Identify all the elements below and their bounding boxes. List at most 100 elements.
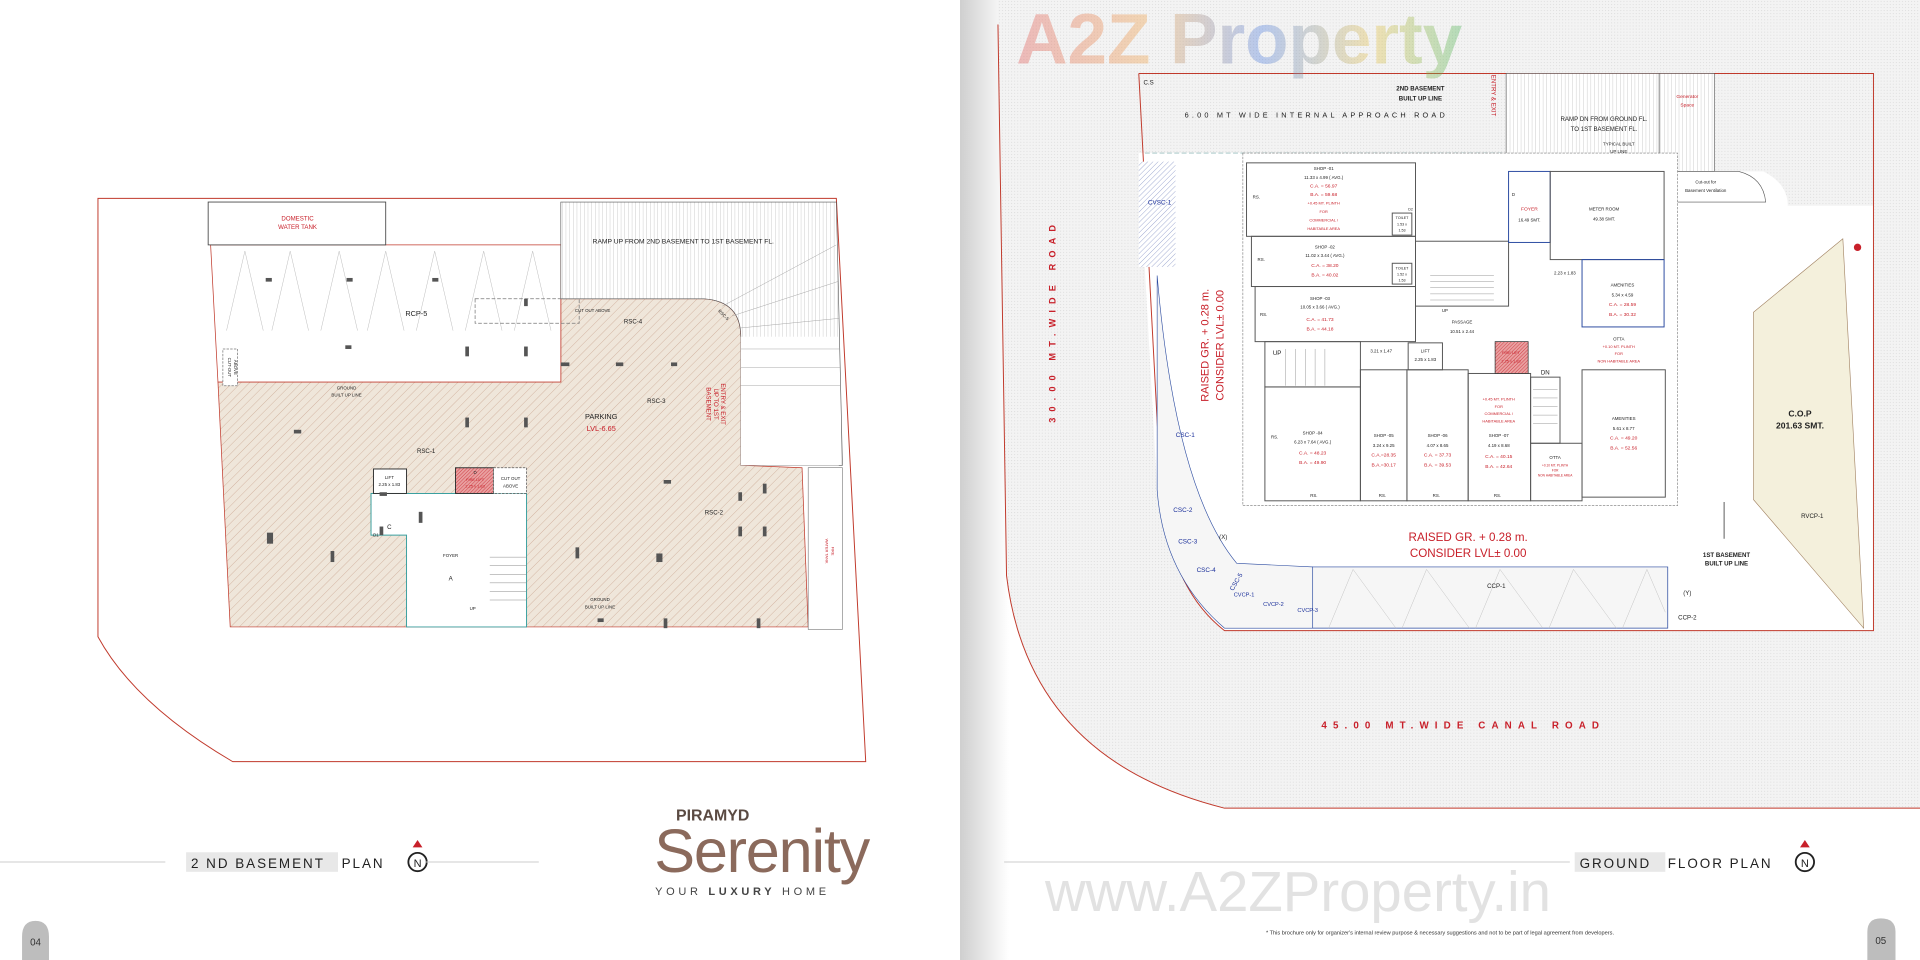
svg-text:PIRAMYD: PIRAMYD xyxy=(676,807,749,824)
svg-text:1.53 x: 1.53 x xyxy=(1397,222,1407,226)
svg-text:COMMERCIAL /: COMMERCIAL / xyxy=(1309,218,1338,223)
label-foyer: FOYER xyxy=(1521,207,1538,213)
label-lift-size: 2.25 x 1.83 xyxy=(1414,357,1436,362)
svg-text:B.A. = 59.68: B.A. = 59.68 xyxy=(1310,192,1337,198)
svg-text:RS.: RS. xyxy=(1379,493,1386,498)
svg-text:FOR: FOR xyxy=(1615,351,1623,356)
svg-text:11.33 x 4.99 ( AVG.): 11.33 x 4.99 ( AVG.) xyxy=(1304,175,1344,180)
label-ramp: RAMP DN FROM GROUND FL. xyxy=(1561,116,1648,123)
svg-text:N: N xyxy=(1801,858,1809,870)
svg-text:NON HABITABLE AREA: NON HABITABLE AREA xyxy=(1538,473,1573,477)
label-entry-3: BASEMENT xyxy=(705,387,712,421)
label-foyer-area: 16.49 SMT. xyxy=(1518,218,1540,223)
label-entry-2: UP TO 1ST xyxy=(712,388,719,420)
label-typical-line-2: UP LINE xyxy=(1610,149,1627,154)
label-cutout-left-2: ABOVE xyxy=(233,360,238,375)
shop-01: SHOP -01 11.33 x 4.99 ( AVG.) C.A. = 56.… xyxy=(1304,166,1344,231)
label-door-d: D xyxy=(1512,192,1515,197)
outer-road-line xyxy=(997,24,1920,809)
plan-title-rest: PLAN xyxy=(342,856,385,871)
svg-text:FOR: FOR xyxy=(1320,209,1328,214)
svg-text:4.19 x 8.68: 4.19 x 8.68 xyxy=(1488,443,1510,448)
parking-bays xyxy=(1328,568,1666,629)
label-rsc3: RSC-3 xyxy=(647,398,666,405)
plinth-note: +0.45 MT. PLINTH FOR COMMERCIAL / HABITA… xyxy=(1482,396,1515,423)
label-csc2: CSC-2 xyxy=(1173,507,1193,514)
label-cop: C.O.P xyxy=(1788,408,1812,418)
label-fire-lift-size: 2.25 x 1.83 xyxy=(465,483,484,488)
label-csc4: CSC-4 xyxy=(1197,567,1217,574)
label-meter-room: METER ROOM xyxy=(1589,207,1620,212)
label-up: UP xyxy=(470,606,476,611)
label-side-road: 30.00 MT.WIDE ROAD xyxy=(1048,219,1058,423)
label-ground-line-b: GROUND xyxy=(590,597,610,602)
label-basement1-line: 1ST BASEMENT xyxy=(1703,552,1750,559)
svg-text:SHOP -01: SHOP -01 xyxy=(1314,166,1334,171)
svg-text:RS.: RS. xyxy=(1433,493,1440,498)
label-typical-line: TYPICAL BUILT xyxy=(1603,142,1635,147)
label-cutout-core: CUT OUT xyxy=(501,476,521,481)
label-fire-tank-2: WATER TANK xyxy=(824,539,829,564)
svg-text:B.A. = 42.64: B.A. = 42.64 xyxy=(1485,464,1512,470)
watermark-url: www.A2ZProperty.in xyxy=(1044,860,1551,923)
disclaimer: * This brochure only for organizer's int… xyxy=(1266,930,1614,936)
svg-text:RS.: RS. xyxy=(1310,493,1317,498)
svg-text:RS.: RS. xyxy=(1253,194,1260,199)
label-cutout-2: Basement Ventilation xyxy=(1685,188,1727,193)
plan-title: GROUND xyxy=(1580,856,1652,871)
foyer-core xyxy=(370,492,528,628)
label-lift: LIFT xyxy=(1421,349,1430,354)
title-highlight-bg xyxy=(1574,852,1666,872)
label-dn: DN xyxy=(1541,370,1550,377)
svg-text:C.A. = 38.20: C.A. = 38.20 xyxy=(1311,263,1339,269)
label-passage-up: UP xyxy=(1442,308,1448,313)
label-domestic-tank: DOMESTIC xyxy=(281,215,314,222)
svg-text:C.A. = 41.73: C.A. = 41.73 xyxy=(1306,317,1334,323)
svg-text:HABITABLE AREA: HABITABLE AREA xyxy=(1482,418,1515,423)
svg-text:B.A. = 40.02: B.A. = 40.02 xyxy=(1311,273,1338,279)
svg-text:1.53: 1.53 xyxy=(1398,279,1405,283)
page-number-tab xyxy=(22,920,49,960)
label-cvcp3: CVCP-3 xyxy=(1297,608,1318,614)
label-passage-size: 10.51 x 2.44 xyxy=(1450,329,1475,334)
page-number-tab xyxy=(1867,918,1896,960)
svg-text:FOR: FOR xyxy=(1495,404,1503,409)
label-raised-side-2: CONSIDER LVL± 0.00 xyxy=(1214,290,1226,401)
svg-text:B.A. = 30.32: B.A. = 30.32 xyxy=(1609,312,1636,318)
label-csc1: CSC-1 xyxy=(1176,432,1196,439)
svg-text:3.24 x 9.25: 3.24 x 9.25 xyxy=(1373,443,1395,448)
fire-lift-box xyxy=(1494,341,1529,374)
label-domestic-tank-2: WATER TANK xyxy=(278,224,317,231)
svg-text:SHOP -05: SHOP -05 xyxy=(1374,433,1394,438)
label-fire-lift-size: 2.25 x 1.83 xyxy=(1501,358,1520,363)
shop-07: SHOP -07 4.19 x 8.68 C.A. = 40.15 B.A. =… xyxy=(1485,433,1513,470)
svg-text:+0.45 MT. PLINTH: +0.45 MT. PLINTH xyxy=(1483,396,1515,401)
otta-2: OTTA +0.10 MT. PLINTH FOR NON HABITABLE … xyxy=(1538,455,1573,477)
rs-labels: RS. RS. RS. RS. RS. RS. RS. RS. xyxy=(1253,194,1502,498)
svg-text:COMMERCIAL /: COMMERCIAL / xyxy=(1485,411,1514,416)
svg-text:RS.: RS. xyxy=(1271,434,1278,439)
piramyd-serenity-logo: PIRAMYD Serenity YOUR LUXURY HOME xyxy=(654,807,872,898)
svg-text:C.A. = 56.97: C.A. = 56.97 xyxy=(1310,183,1338,189)
label-ccp1: CCP-1 xyxy=(1487,583,1506,590)
svg-text:OTTA: OTTA xyxy=(1549,455,1560,460)
label-entry-exit: ENTRY & EXIT xyxy=(1489,75,1496,117)
svg-text:D2: D2 xyxy=(1408,208,1413,212)
svg-text:RS.: RS. xyxy=(1260,312,1267,317)
basement-plan-drawing: DOMESTIC WATER TANK RAMP UP FROM 2ND BAS… xyxy=(97,197,867,763)
ventilation-cutout xyxy=(1658,171,1767,203)
label-d: D xyxy=(474,470,477,475)
label-meter-room-area: 49.38 SMT. xyxy=(1593,216,1615,221)
svg-text:5.61 x 8.77: 5.61 x 8.77 xyxy=(1613,426,1635,431)
label-canal-road: 45.00 MT.WIDE CANAL ROAD xyxy=(1321,721,1605,732)
lift-box xyxy=(372,468,408,494)
svg-text:Serenity: Serenity xyxy=(654,817,870,885)
cop-area xyxy=(1753,238,1865,630)
label-ground-line: GROUND xyxy=(337,385,357,390)
stair xyxy=(489,556,527,601)
cutout-core xyxy=(493,467,527,494)
label-raised-front-2: CONSIDER LVL± 0.00 xyxy=(1410,547,1527,560)
svg-text:FOR: FOR xyxy=(1552,468,1559,472)
cvsc1-area xyxy=(1138,161,1176,267)
